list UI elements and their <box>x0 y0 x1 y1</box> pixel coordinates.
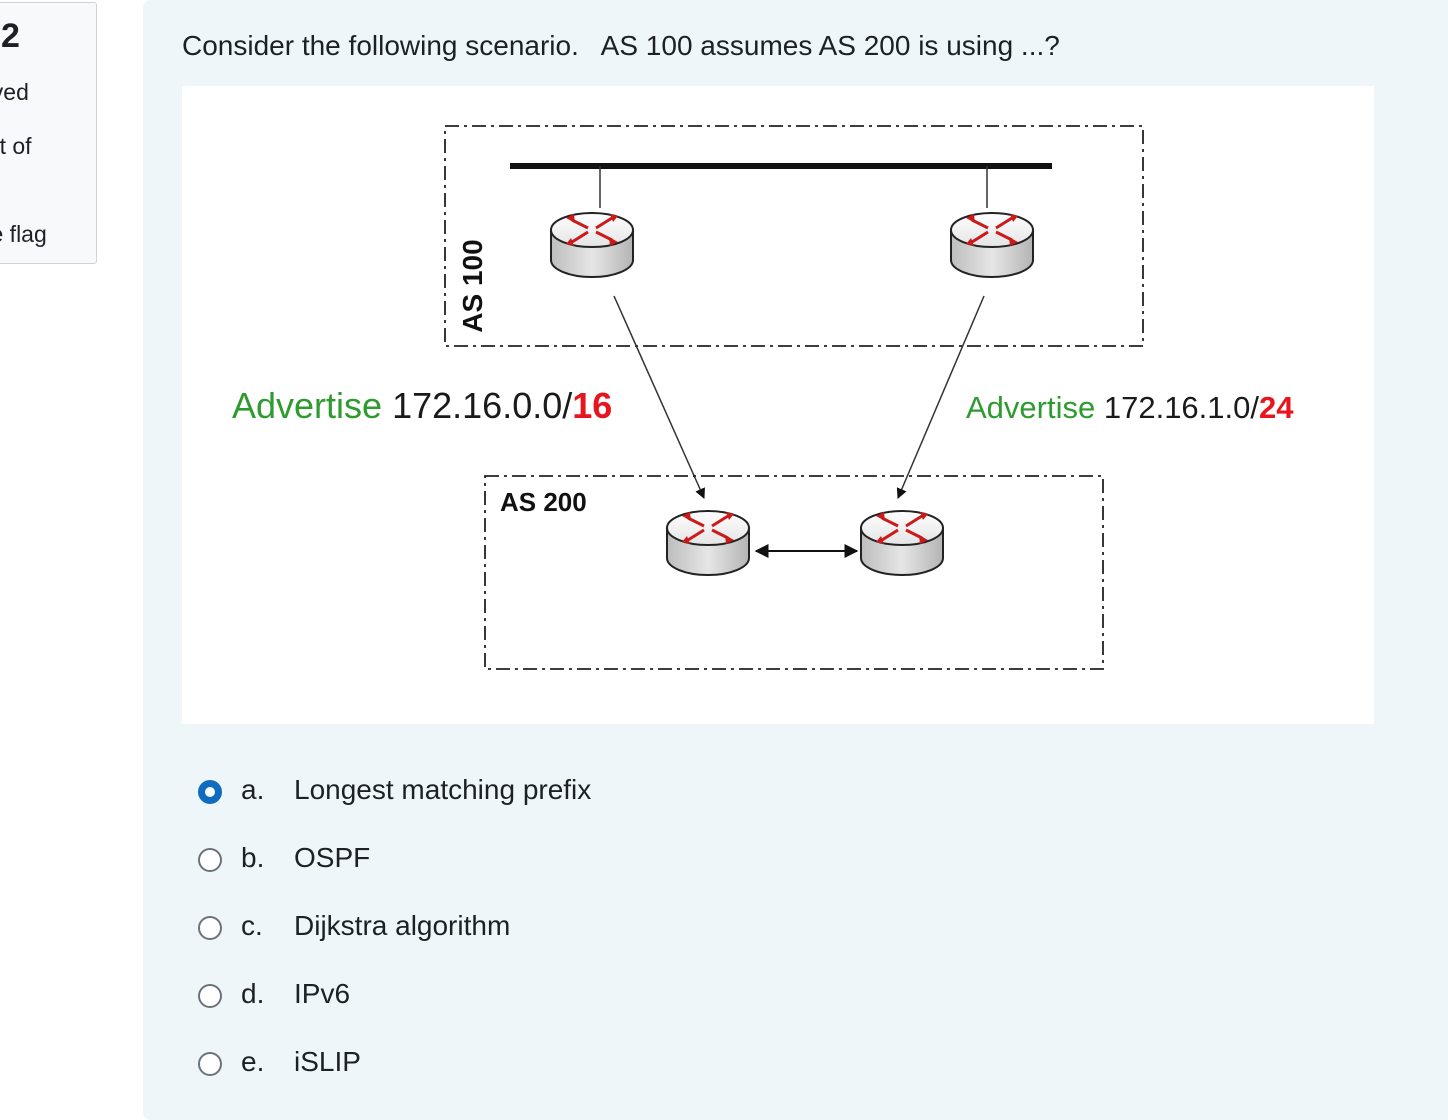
answer-text: Longest matching prefix <box>294 774 592 805</box>
question-text: Consider the following scenario. AS 100 … <box>182 30 1060 61</box>
advert-arrow-right <box>896 295 985 499</box>
answer-letter: c. <box>241 910 263 941</box>
as100-label: AS 100 <box>457 239 488 332</box>
left-advert-label: Advertise 172.16.0.0/16 <box>232 385 612 426</box>
question-marks: out of <box>0 133 32 159</box>
as200-boundary <box>484 475 1104 670</box>
answer-text: OSPF <box>294 842 371 873</box>
flag-question-link[interactable]: ve flag <box>0 221 47 247</box>
answer-option-d[interactable]: d. IPv6 <box>196 978 896 1018</box>
radio-a[interactable] <box>198 780 222 804</box>
as200-router-right <box>859 509 945 577</box>
answer-text: iSLIP <box>294 1046 361 1077</box>
question-number: 2 <box>1 17 20 55</box>
answer-letter: b. <box>241 842 265 873</box>
answer-option-c[interactable]: c. Dijkstra algorithm <box>196 910 896 950</box>
answer-letter: e. <box>241 1046 265 1077</box>
advert-arrow-left <box>613 295 705 499</box>
answer-letter: d. <box>241 978 265 1009</box>
radio-d[interactable] <box>198 984 222 1008</box>
as100-router-left <box>549 211 635 279</box>
as200-router-left <box>665 509 751 577</box>
answer-letter: a. <box>241 774 265 805</box>
answer-option-a[interactable]: a. Longest matching prefix <box>196 774 896 814</box>
question-info-panel: 2 aved out of ve flag <box>0 2 97 264</box>
network-diagram: AS 100 Advertise 172.16.0.0/16 Advertise… <box>182 86 1374 724</box>
answer-text: Dijkstra algorithm <box>294 910 511 941</box>
as200-label: AS 200 <box>500 487 587 517</box>
answer-option-b[interactable]: b. OSPF <box>196 842 896 882</box>
radio-b[interactable] <box>198 848 222 872</box>
answer-option-e[interactable]: e. iSLIP <box>196 1046 896 1086</box>
radio-e[interactable] <box>198 1052 222 1076</box>
as100-boundary <box>444 125 1144 347</box>
as100-router-right <box>949 211 1035 279</box>
answer-text: IPv6 <box>294 978 351 1009</box>
right-advert-label: Advertise 172.16.1.0/24 <box>966 390 1294 425</box>
question-state: aved <box>0 79 29 105</box>
radio-c[interactable] <box>198 916 222 940</box>
